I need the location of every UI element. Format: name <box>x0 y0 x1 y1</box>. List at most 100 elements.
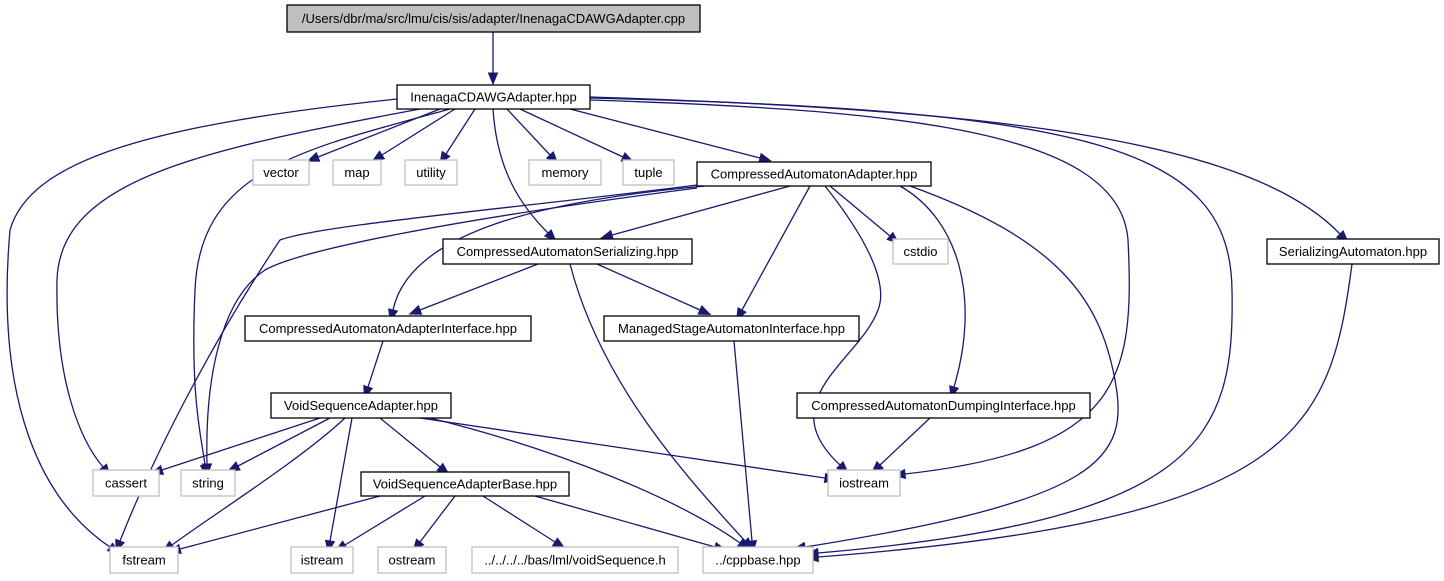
node-string: string <box>180 469 236 497</box>
node-box <box>244 315 532 342</box>
edge-line <box>367 340 384 388</box>
node-label: ../../../../bas/lml/voidSequence.h <box>484 553 665 568</box>
edge-caa_hpp-to-msai_hpp <box>736 185 811 321</box>
edge-line <box>569 108 761 159</box>
edge-line <box>119 184 698 542</box>
edge-line <box>419 417 826 479</box>
edge-caa_hpp-to-cadi_hpp <box>899 185 966 399</box>
node-box <box>622 159 675 186</box>
edge-arrowhead <box>408 304 423 315</box>
node-cadi-hpp[interactable]: CompressedAutomatonDumpingInterface.hpp <box>796 392 1091 419</box>
node-caai-hpp[interactable]: CompressedAutomatonAdapterInterface.hpp <box>244 315 532 342</box>
node-vsa-hpp[interactable]: VoidSequenceAdapter.hpp <box>270 392 452 419</box>
edge-line <box>381 108 456 156</box>
node-label: cstdio <box>904 244 938 259</box>
edge-line <box>392 185 706 311</box>
node-istream: istream <box>290 546 354 574</box>
node-box <box>528 159 602 186</box>
edge-line <box>161 417 321 471</box>
edge-cas_hpp-to-caai_hpp <box>408 263 539 315</box>
edge-line <box>419 263 539 311</box>
edge-vsa_hpp-to-istream <box>324 417 353 554</box>
edge-caai_hpp-to-vsa_hpp <box>363 340 384 399</box>
node-vsab-hpp[interactable]: VoidSequenceAdapterBase.hpp <box>360 471 570 497</box>
edge-line <box>589 97 1233 554</box>
edge-line <box>589 99 1130 475</box>
edge-line <box>519 108 624 158</box>
edge-arrowhead <box>600 229 614 240</box>
nodes-layer: /Users/dbr/ma/src/lmu/cis/sis/adapter/In… <box>92 4 1440 574</box>
edge-line <box>206 187 698 465</box>
edge-arrowhead <box>758 152 772 163</box>
edge-cadi_hpp-to-iostream <box>871 417 931 474</box>
node-caa-hpp[interactable]: CompressedAutomatonAdapter.hpp <box>696 161 932 187</box>
node-msai-hpp[interactable]: ManagedStageAutomatonInterface.hpp <box>603 315 860 342</box>
node-box <box>471 546 679 574</box>
edge-inenaga_hpp-to-memory <box>506 108 559 165</box>
node-label: tuple <box>634 165 662 180</box>
node-box <box>827 469 901 497</box>
node-box <box>270 392 452 419</box>
edge-vsab_hpp-to-voidsequence_h <box>482 495 566 549</box>
node-cas-hpp[interactable]: CompressedAutomatonSerializing.hpp <box>442 238 693 265</box>
edge-vsab_hpp-to-cppbase_hpp <box>534 495 727 552</box>
edge-cas_hpp-to-msai_hpp <box>596 263 712 316</box>
node-label: CompressedAutomatonDumpingInterface.hpp <box>811 398 1075 413</box>
edge-line <box>6 98 398 548</box>
node-map: map <box>332 159 382 186</box>
edge-inenaga_hpp-to-iostream <box>589 99 1130 480</box>
edge-cas_hpp-to-cppbase_hpp <box>569 263 754 551</box>
edge-line <box>329 417 353 542</box>
edge-arrowhead <box>697 305 712 316</box>
node-memory: memory <box>528 159 602 186</box>
node-box <box>290 546 354 574</box>
node-label: CompressedAutomatonAdapter.hpp <box>711 167 918 182</box>
edge-arrowhead <box>306 151 321 162</box>
edge-line <box>611 185 791 236</box>
node-voidsequence-h: ../../../../bas/lml/voidSequence.h <box>471 546 679 574</box>
node-box <box>92 469 160 497</box>
node-label: vector <box>263 165 299 180</box>
edge-line <box>482 495 556 543</box>
node-label: utility <box>416 165 446 180</box>
node-box <box>442 238 693 265</box>
node-box <box>696 161 932 187</box>
node-box <box>603 315 860 342</box>
node-box <box>396 84 591 110</box>
edge-line <box>596 263 701 311</box>
node-tuple: tuple <box>622 159 675 186</box>
node-label: CompressedAutomatonSerializing.hpp <box>457 244 679 259</box>
edge-line <box>506 108 551 156</box>
node-root[interactable]: /Users/dbr/ma/src/lmu/cis/sis/adapter/In… <box>286 4 701 33</box>
node-label: VoidSequenceAdapter.hpp <box>284 398 438 413</box>
edge-inenaga_hpp-to-tuple <box>519 108 635 163</box>
edge-line <box>879 417 931 466</box>
node-box <box>377 546 447 574</box>
node-iostream: iostream <box>827 469 901 497</box>
node-label: fstream <box>122 553 165 568</box>
node-box <box>360 471 570 497</box>
node-inenaga-hpp[interactable]: InenagaCDAWGAdapter.hpp <box>396 84 591 110</box>
edge-line <box>534 495 716 548</box>
node-label: ../cppbase.hpp <box>715 553 800 568</box>
edge-inenaga_hpp-to-utility <box>439 108 476 165</box>
edge-line <box>237 417 331 467</box>
node-box <box>892 238 949 265</box>
node-label: ManagedStageAutomatonInterface.hpp <box>618 321 845 336</box>
edge-line <box>829 185 891 237</box>
edge-root-to-inenaga_hpp <box>487 32 499 86</box>
node-label: map <box>344 165 369 180</box>
node-serializing-automaton[interactable]: SerializingAutomaton.hpp <box>1266 238 1440 265</box>
edge-line <box>429 417 741 544</box>
edge-line <box>179 495 381 550</box>
node-label: string <box>192 476 224 491</box>
edge-line <box>733 340 753 542</box>
edge-line <box>379 417 441 468</box>
node-box <box>1266 238 1440 265</box>
node-label: iostream <box>839 476 889 491</box>
edge-arrowhead <box>487 72 499 86</box>
edge-caa_hpp-to-cstdio <box>829 185 900 244</box>
node-utility: utility <box>404 159 458 186</box>
edge-line <box>445 108 476 155</box>
